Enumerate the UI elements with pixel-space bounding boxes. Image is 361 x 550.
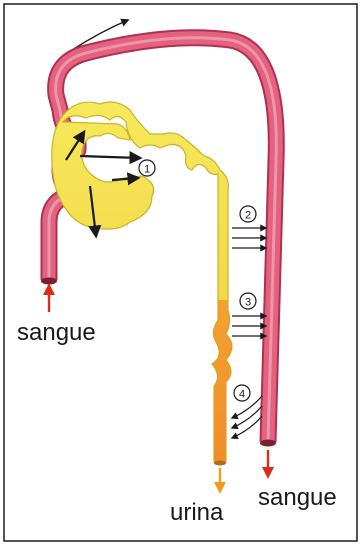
step-marker-1: 1	[139, 160, 155, 176]
step-marker-2: 2	[240, 206, 256, 222]
secretion-arrows-4	[232, 396, 262, 438]
reabsorption-arrows-2	[232, 228, 266, 248]
step-number-3: 3	[245, 297, 251, 309]
urine-label: urina	[170, 499, 224, 526]
urine-out-arrow	[214, 468, 226, 494]
blood-in-arrow	[43, 283, 55, 312]
step-marker-4: 4	[234, 385, 250, 401]
step-number-1: 1	[144, 164, 150, 176]
step-number-4: 4	[239, 389, 245, 401]
blood-in-label: sangue	[17, 319, 96, 346]
blood-out-arrow	[262, 450, 274, 479]
nephron-tubule	[52, 102, 232, 466]
step-marker-3: 3	[240, 293, 256, 309]
blood-out-label: sangue	[258, 484, 337, 511]
reabsorption-arrows-3	[232, 316, 266, 336]
step-number-2: 2	[245, 210, 251, 222]
